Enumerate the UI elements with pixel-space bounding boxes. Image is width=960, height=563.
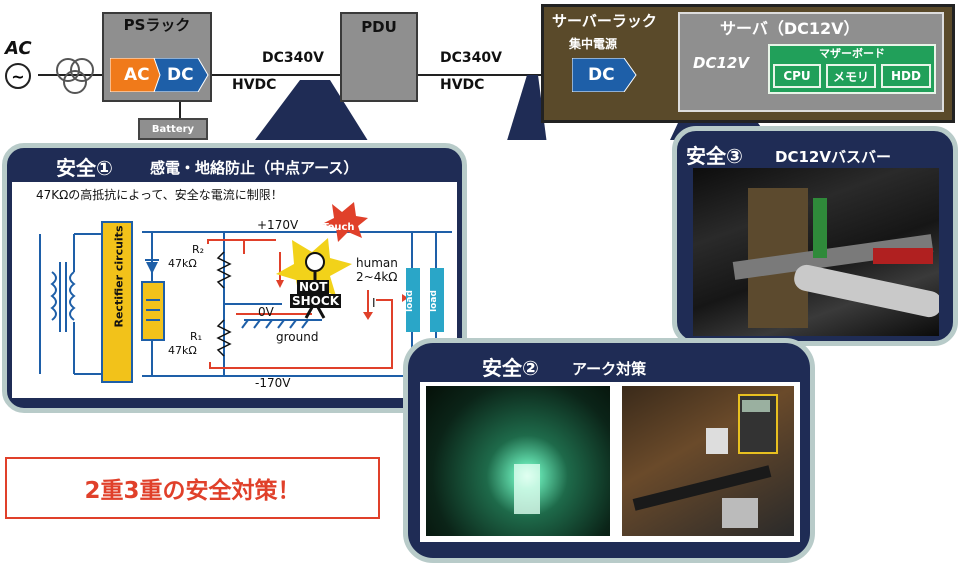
test-bench-photo: [622, 386, 794, 536]
safety3-number: 安全③: [686, 140, 743, 169]
current-label: I: [372, 296, 376, 310]
ps-ac-block: AC: [124, 65, 150, 85]
central-psu-dc: DC: [588, 65, 615, 85]
rectifier-label: Rectifier circuits: [113, 212, 126, 342]
safety1-title: 感電・地絡防止（中点アース）: [150, 157, 358, 178]
safety1-number: 安全①: [56, 152, 113, 181]
link2-type: HVDC: [440, 77, 484, 93]
load-label-2: load: [429, 290, 439, 312]
safety2-title: アーク対策: [572, 358, 646, 379]
server-title: サーバ（DC12V）: [720, 15, 860, 39]
central-psu-label: 集中電源: [569, 35, 617, 52]
human-value: 2~4kΩ: [356, 270, 397, 284]
ac-source-icon: ~: [5, 63, 31, 89]
motherboard-label: マザーボード: [768, 45, 936, 61]
r1-label: R₁: [190, 330, 202, 343]
ps-dc-block: DC: [167, 65, 194, 85]
chip-hdd: HDD: [881, 64, 931, 88]
ac-source-label: AC: [5, 38, 32, 59]
circuit-schematic: [12, 182, 457, 398]
safety2-number: 安全②: [482, 352, 539, 381]
chip-memory: メモリ: [826, 64, 876, 88]
chip-cpu: CPU: [773, 64, 821, 88]
circuit-zero: 0V: [258, 305, 274, 319]
shock-label: SHOCK: [290, 294, 341, 308]
r2-label: R₂: [192, 243, 204, 256]
link1-type: HVDC: [232, 77, 276, 93]
ps-rack-title: PSラック: [102, 14, 212, 35]
touch-label: Touch: [322, 222, 355, 233]
ground-label: ground: [276, 330, 318, 344]
server-voltage: DC12V: [693, 54, 749, 72]
pdu-title: PDU: [340, 18, 418, 36]
battery: Battery: [138, 118, 208, 140]
circuit-minus: -170V: [255, 376, 290, 390]
not-label: NOT: [297, 280, 329, 294]
human-label: human: [356, 256, 398, 270]
circuit-plus: +170V: [257, 218, 298, 232]
r1-value: 47kΩ: [168, 344, 197, 357]
transformer-icon: [52, 52, 98, 98]
r2-value: 47kΩ: [168, 257, 197, 270]
link2-voltage: DC340V: [440, 50, 502, 66]
link1-voltage: DC340V: [262, 50, 324, 66]
busbar-photo: [693, 168, 939, 336]
load-label-1: load: [405, 290, 415, 312]
arc-photo: [426, 386, 610, 536]
server-rack-title: サーバーラック: [552, 10, 657, 31]
safety3-title: DC12Vバスバー: [775, 146, 891, 167]
safety-slogan: 2重3重の安全対策！: [5, 457, 380, 519]
